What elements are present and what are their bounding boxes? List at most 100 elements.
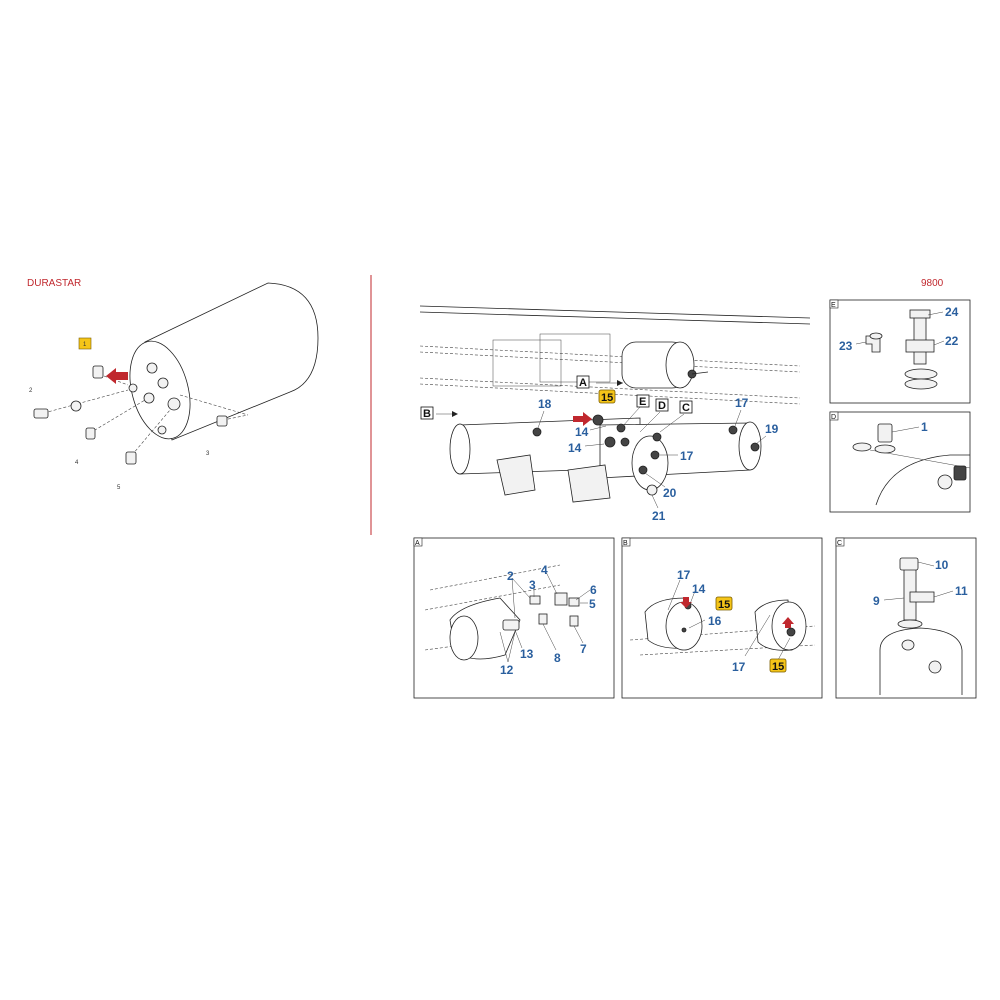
tank-mount-bracket-2 — [567, 464, 611, 503]
panel-c-tank-port-1 — [901, 639, 915, 651]
callout-15-highlight — [598, 389, 616, 404]
crossmember-bracket-1 — [492, 339, 562, 387]
leader-c — [659, 413, 685, 433]
leader-23 — [855, 341, 867, 345]
panel-b-frame — [621, 537, 823, 699]
callout-b14: 14 — [692, 582, 706, 596]
durastar-leader-2 — [43, 389, 129, 414]
view-tag-e: E — [639, 396, 646, 408]
durastar-callout-2: 2 — [29, 388, 33, 394]
fitting-21 — [646, 484, 658, 496]
durastar-diagram: 1 2 3 4 5 — [29, 282, 319, 491]
callout-a2: 2 — [507, 569, 514, 583]
fitting-19 — [750, 442, 760, 452]
leader-14a — [589, 425, 607, 431]
panel-a-fitting-7 — [569, 615, 579, 627]
callout-b17-bottom: 17 — [732, 660, 746, 674]
panel-c-tank-outline — [879, 627, 963, 695]
durastar-tank-end-cap — [129, 340, 191, 440]
leader-b16 — [688, 619, 706, 629]
durastar-port-right — [167, 397, 181, 411]
leader-a12 — [499, 631, 509, 663]
panel-e-tag-box — [829, 299, 839, 309]
callout-b15-top: 15 — [718, 599, 730, 611]
durastar-port-center — [143, 392, 155, 404]
view-tag-e-box — [636, 394, 650, 408]
callout-19: 19 — [765, 422, 779, 436]
leader-a-arrow-icon — [617, 380, 623, 386]
durastar-port-mid — [157, 377, 169, 389]
panel-d-tank-outline — [875, 454, 970, 506]
panel-d-fitting — [953, 465, 967, 481]
callout-a4: 4 — [541, 563, 548, 577]
callout-a6: 6 — [590, 583, 597, 597]
panel-a-fitting-3 — [529, 595, 541, 605]
callout-15: 15 — [601, 392, 613, 404]
callout-c9: 9 — [873, 594, 880, 608]
callout-14-upper: 14 — [575, 425, 589, 439]
tee-fitting-vertical — [913, 313, 927, 365]
leader-a8 — [542, 623, 557, 651]
leader-a2b — [511, 577, 531, 599]
panel-a-fitting-4 — [554, 592, 568, 606]
panel-a-rail-2 — [424, 584, 561, 611]
panel-b-left-port — [681, 627, 687, 633]
panel-c-tank-port-2 — [928, 660, 942, 674]
panel-d-washer — [852, 442, 872, 452]
detail-panel-e: E 24 22 23 — [829, 299, 971, 404]
panel-b-tag-box — [621, 537, 631, 547]
view-tag-a-box — [576, 375, 590, 389]
leader-a6 — [575, 589, 591, 601]
callout-a5: 5 — [589, 597, 596, 611]
panel-a-frame — [413, 537, 615, 699]
main-red-arrow-icon — [573, 412, 592, 426]
panel-b-tag: B — [623, 540, 628, 547]
callout-a7: 7 — [580, 642, 587, 656]
callout-24: 24 — [945, 305, 959, 319]
callout-a3: 3 — [529, 578, 536, 592]
tee-fitting-base-2 — [904, 378, 938, 390]
durastar-leader-6 — [222, 414, 249, 421]
fitting-17-right — [650, 450, 660, 460]
leader-a4 — [545, 571, 558, 595]
view-tag-c-box — [679, 400, 693, 414]
panel-b-red-arrow-left-icon — [680, 597, 692, 608]
panel-b-red-arrow-right-icon — [782, 617, 794, 628]
durastar-fitting-4 — [85, 427, 96, 440]
panel-d-tag-box — [829, 411, 839, 421]
crossmember-bracket-2 — [539, 333, 611, 383]
durastar-title: DURASTAR — [27, 278, 82, 289]
panel-e-frame — [829, 299, 971, 404]
upper-air-tank-cap — [665, 341, 695, 389]
callout-b17-top: 17 — [677, 568, 691, 582]
panel-d-frame — [829, 411, 971, 513]
durastar-fitting-1 — [92, 365, 104, 379]
leader-21 — [651, 494, 659, 509]
panel-e-tag: E — [831, 302, 836, 309]
durastar-leader-3 — [89, 399, 146, 434]
upper-tank-fitting — [691, 371, 709, 375]
callout-b16: 16 — [708, 614, 722, 628]
tee-fitting-base — [904, 368, 938, 380]
callout-21: 21 — [652, 509, 666, 523]
callout-c10: 10 — [935, 558, 949, 572]
view-tag-c: C — [682, 402, 690, 414]
red-arrow-icon — [106, 368, 128, 384]
leader-14b — [584, 443, 605, 447]
tee-fitting-top-nut — [909, 309, 931, 319]
leader-c11 — [933, 590, 954, 598]
panel-a-valve-body — [502, 619, 520, 631]
leader-19 — [755, 435, 767, 445]
leader-b-arrow-icon — [452, 411, 458, 417]
leader-b15b — [777, 637, 791, 661]
panel-a-tank-cap — [449, 615, 479, 661]
panel-c-tee-horizontal — [909, 591, 935, 603]
durastar-leader-5 — [179, 394, 249, 416]
durastar-fitting-2 — [33, 408, 49, 419]
view-tag-b: B — [423, 408, 431, 420]
frame-rail-holes-3 — [419, 377, 801, 399]
callout-b15-bottom-highlight — [769, 658, 787, 673]
leader-18 — [537, 410, 545, 429]
model-9800-title: 9800 — [921, 278, 944, 289]
